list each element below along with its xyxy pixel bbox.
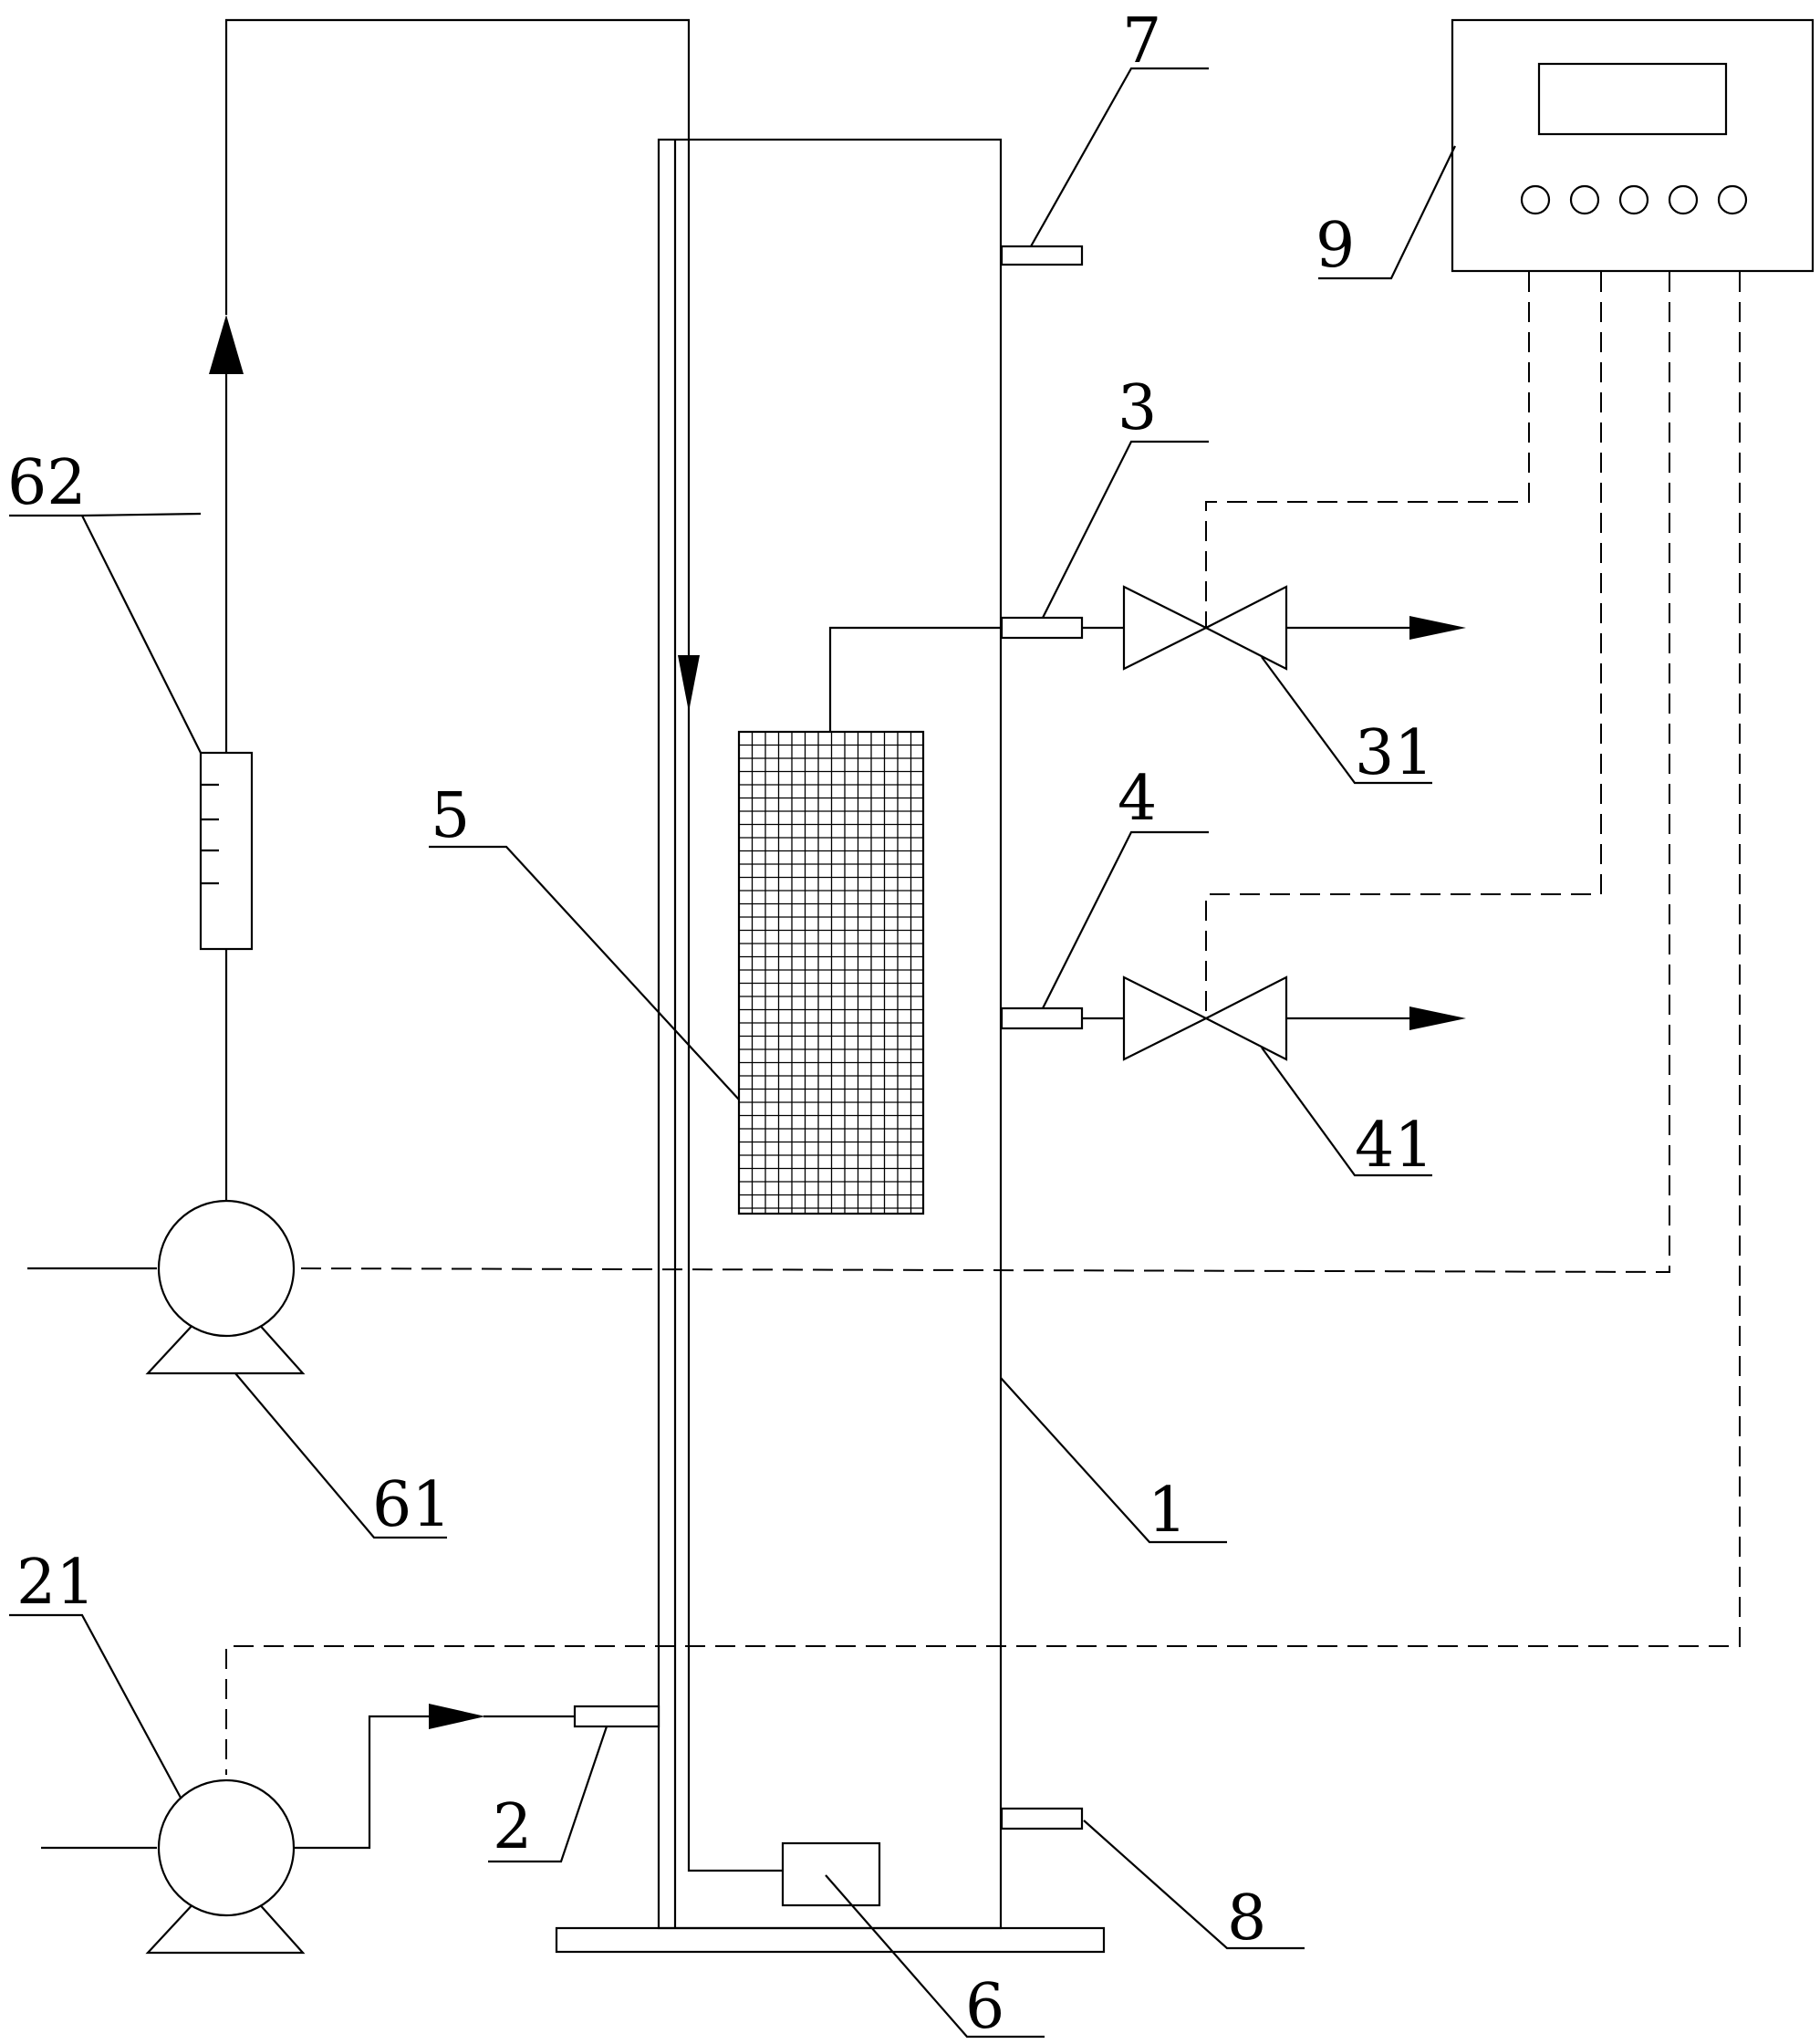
control-line-upper-valve — [1205, 272, 1530, 628]
label-controller: 9 — [1316, 210, 1355, 282]
inlet-pipe — [294, 1715, 431, 1850]
valve-icon — [1122, 975, 1288, 1061]
label-inlet-pump: 21 — [16, 1547, 96, 1619]
label-lower-valve: 41 — [1355, 1110, 1434, 1182]
label-lower-outlet: 4 — [1118, 763, 1157, 835]
mesh-outlet-pipe — [828, 626, 1004, 732]
flow-arrow-icon — [678, 655, 700, 712]
bottom-port — [1000, 1807, 1084, 1830]
control-line-lower-valve — [1205, 272, 1602, 1018]
aerator-box — [781, 1841, 881, 1907]
flow-arrow-icon — [209, 315, 244, 374]
label-upper-valve: 31 — [1355, 717, 1434, 789]
label-flowmeter: 62 — [7, 447, 87, 519]
label-aerator: 6 — [965, 1971, 1004, 2043]
flowmeter-icon — [199, 751, 254, 951]
inlet-port — [573, 1705, 660, 1728]
base-plate — [555, 1926, 1106, 1954]
controller-icon — [1451, 18, 1815, 273]
upper-outlet-port — [1000, 616, 1084, 640]
pump-icon — [145, 1778, 306, 1955]
label-inlet: 2 — [493, 1791, 532, 1863]
pump-icon — [145, 1199, 306, 1375]
label-upper-outlet: 3 — [1118, 372, 1157, 444]
flow-arrow-icon — [429, 1704, 485, 1729]
control-line-circulation-pump — [293, 272, 1670, 1274]
label-mesh-module: 5 — [431, 780, 470, 852]
flow-arrow-icon — [1409, 1006, 1466, 1030]
label-bottom-port: 8 — [1227, 1882, 1266, 1955]
reactor-column — [657, 138, 1003, 1930]
label-column: 1 — [1148, 1475, 1187, 1547]
lower-outlet-port — [1000, 1006, 1084, 1030]
flow-arrow-icon — [1409, 616, 1466, 640]
control-line-inlet-pump — [225, 272, 1741, 1775]
leader-lines — [9, 67, 1456, 2039]
label-top-port: 7 — [1122, 5, 1161, 78]
label-circulation-pump: 61 — [372, 1469, 452, 1541]
inner-pipe — [224, 18, 783, 1872]
top-port — [1000, 245, 1084, 266]
mesh-grid — [739, 732, 923, 1214]
